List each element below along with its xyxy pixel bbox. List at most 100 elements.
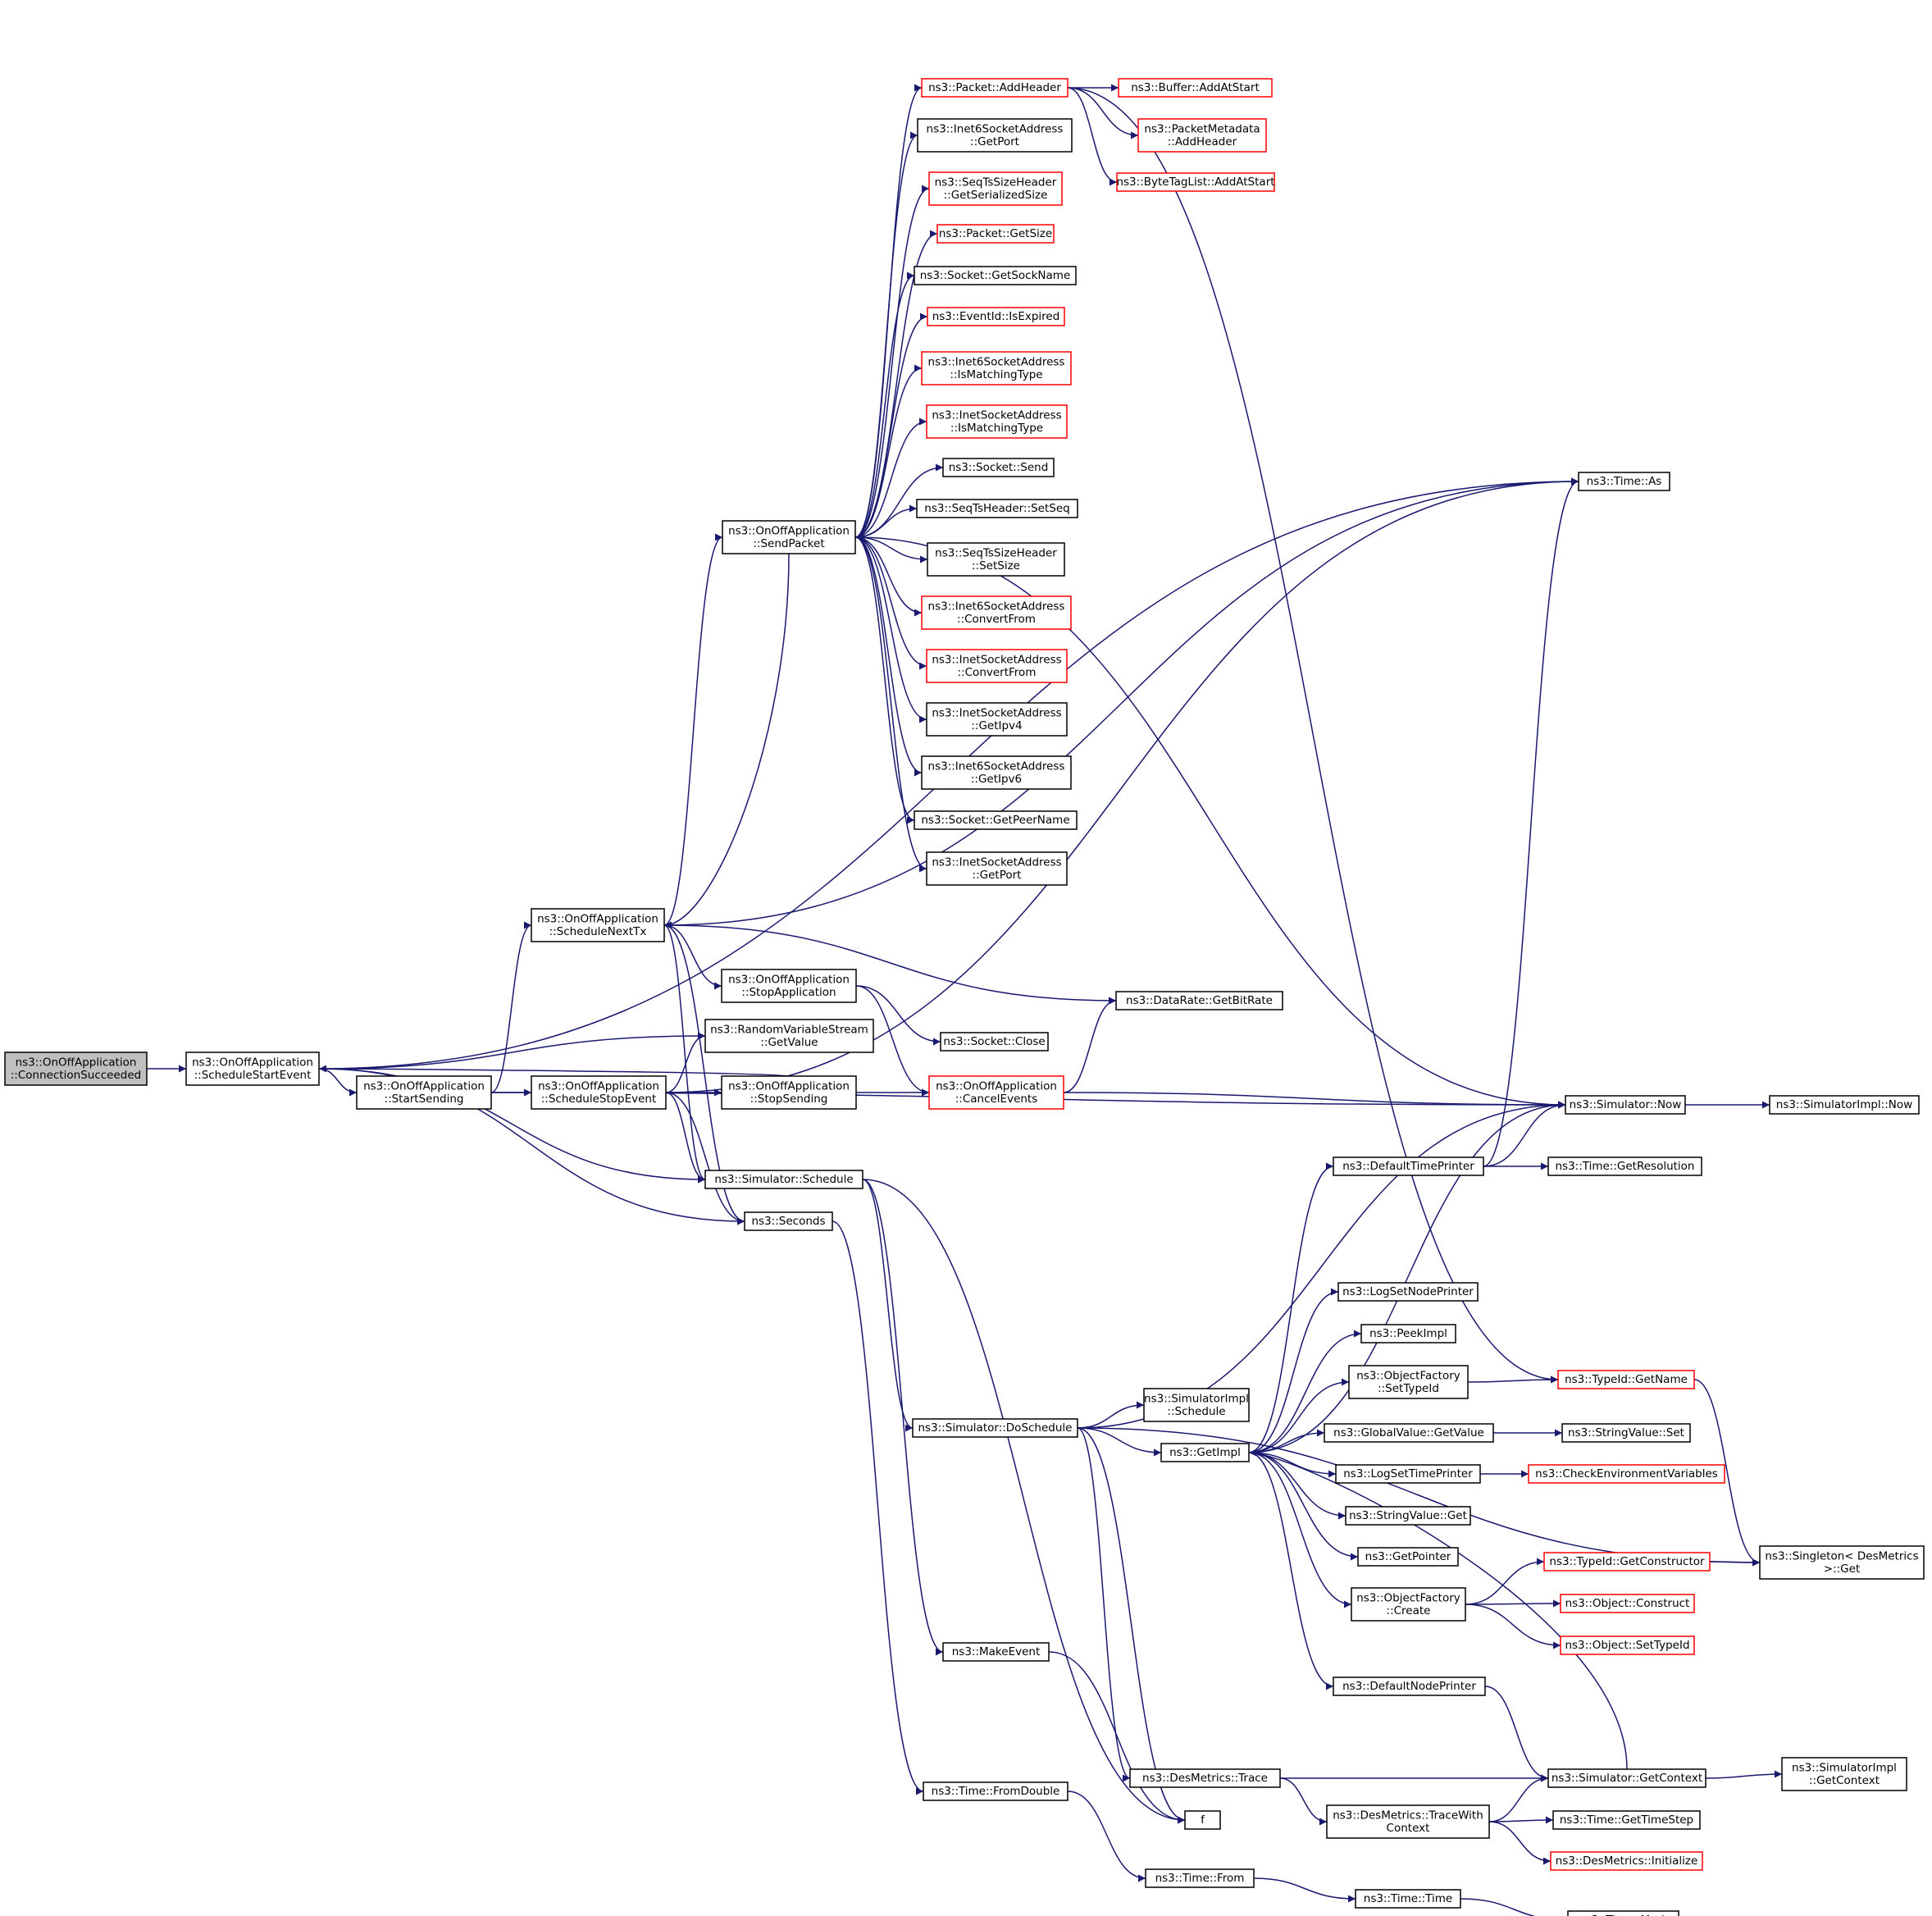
node-box (744, 1211, 833, 1231)
node-inet6-convertfrom[interactable]: ns3::Inet6SocketAddress::ConvertFrom (921, 595, 1072, 630)
edge-sim-schedule-to-f (862, 1179, 1186, 1824)
node-label: ns3::Inet6SocketAddress (928, 355, 1065, 368)
node-log-set-time-printer[interactable]: ns3::LogSetTimePrinter (1335, 1464, 1481, 1484)
edge-start-sending-to-schedule-next-tx (490, 921, 532, 1093)
node-datarate-getbitrate[interactable]: ns3::DataRate::GetBitRate (1115, 991, 1283, 1010)
node-peek-impl[interactable]: ns3::PeekImpl (1360, 1324, 1456, 1343)
node-label: ns3::Packet::GetSize (939, 227, 1052, 240)
node-default-node-printer[interactable]: ns3::DefaultNodePrinter (1333, 1676, 1486, 1696)
node-inet-getport[interactable]: ns3::InetSocketAddress::GetPort (926, 851, 1068, 886)
node-label: ns3::Socket::GetPeerName (921, 814, 1069, 827)
node-time-mark[interactable]: ns3::Time::Mark (1567, 1910, 1679, 1916)
node-inet6-getport[interactable]: ns3::Inet6SocketAddress::GetPort (917, 118, 1073, 153)
edge-schedule-stop-to-seconds (665, 1092, 745, 1225)
node-box (1351, 1587, 1466, 1622)
edge-send-packet-to-inet6-convertfrom (854, 536, 923, 617)
node-of-create[interactable]: ns3::ObjectFactory::Create (1351, 1587, 1466, 1622)
node-gv-getvalue[interactable]: ns3::GlobalValue::GetValue (1324, 1423, 1494, 1443)
node-btl-addatstart[interactable]: ns3::ByteTagList::AddAtStart (1116, 172, 1275, 192)
node-get-pointer[interactable]: ns3::GetPointer (1357, 1547, 1459, 1567)
node-get-impl[interactable]: ns3::GetImpl (1160, 1443, 1250, 1462)
node-send-packet[interactable]: ns3::OnOffApplication::SendPacket (722, 520, 856, 554)
node-inet6-getipv6[interactable]: ns3::Inet6SocketAddress::GetIpv6 (921, 755, 1072, 790)
node-object-construct[interactable]: ns3::Object::Construct (1560, 1594, 1695, 1613)
node-inet-ismatching[interactable]: ns3::InetSocketAddress::IsMatchingType (926, 404, 1068, 439)
node-default-time-printer[interactable]: ns3::DefaultTimePrinter (1333, 1156, 1484, 1176)
node-time-gettimestep[interactable]: ns3::Time::GetTimeStep (1552, 1810, 1701, 1830)
node-desmetrics-initialize[interactable]: ns3::DesMetrics::Initialize (1550, 1851, 1703, 1871)
node-time-time[interactable]: ns3::Time::Time (1355, 1889, 1461, 1909)
edge-time-fromdouble-to-time-from (1067, 1791, 1146, 1882)
node-sim-schedule[interactable]: ns3::Simulator::Schedule (704, 1170, 863, 1189)
node-label: ::GetPort (970, 135, 1019, 148)
node-make-event[interactable]: ns3::MakeEvent (942, 1642, 1050, 1662)
node-rvs-getvalue[interactable]: ns3::RandomVariableStream::GetValue (704, 1019, 874, 1053)
node-time-fromdouble[interactable]: ns3::Time::FromDouble (923, 1781, 1069, 1801)
node-stringvalue-get[interactable]: ns3::StringValue::Get (1345, 1506, 1471, 1526)
node-desmetrics-trace[interactable]: ns3::DesMetrics::Trace (1129, 1768, 1281, 1788)
node-eventid-isexpired[interactable]: ns3::EventId::IsExpired (927, 307, 1065, 326)
node-label: ::GetIpv6 (971, 773, 1022, 786)
node-label: ns3::StringValue::Set (1568, 1426, 1684, 1439)
node-object-settypeid[interactable]: ns3::Object::SetTypeId (1560, 1635, 1695, 1655)
node-label: ns3::RandomVariableStream (710, 1023, 868, 1036)
node-log-set-node-printer[interactable]: ns3::LogSetNodePrinter (1337, 1282, 1479, 1302)
node-label: ns3::InetSocketAddress (932, 408, 1061, 422)
node-buffer-addatstart[interactable]: ns3::Buffer::AddAtStart (1118, 78, 1273, 98)
node-simimpl-now[interactable]: ns3::SimulatorImpl::Now (1769, 1095, 1920, 1115)
node-pm-addheader[interactable]: ns3::PacketMetadata::AddHeader (1137, 118, 1267, 153)
node-schedule-next-tx[interactable]: ns3::OnOffApplication::ScheduleNextTx (531, 908, 665, 942)
node-typeid-getname[interactable]: ns3::TypeId::GetName (1557, 1370, 1695, 1389)
node-simimpl-getcontext[interactable]: ns3::SimulatorImpl::GetContext (1781, 1757, 1907, 1791)
node-f[interactable]: f (1184, 1810, 1221, 1830)
edge-schedule-next-tx-to-datarate-getbitrate (663, 924, 1117, 1005)
node-schedule-stop[interactable]: ns3::OnOffApplication::ScheduleStopEvent (531, 1075, 667, 1110)
edge-schedule-next-tx-to-send-packet (663, 533, 723, 926)
node-label: ns3::CheckEnvironmentVariables (1535, 1467, 1718, 1480)
node-box (1333, 1156, 1484, 1176)
node-of-settypeid[interactable]: ns3::ObjectFactory::SetTypeId (1348, 1365, 1469, 1399)
node-stringvalue-set[interactable]: ns3::StringValue::Set (1561, 1423, 1691, 1443)
node-label: ns3::OnOffApplication (537, 912, 658, 925)
node-socket-getpeername[interactable]: ns3::Socket::GetPeerName (914, 810, 1078, 830)
node-stop-sending[interactable]: ns3::OnOffApplication::StopSending (721, 1075, 857, 1110)
node-singleton-get[interactable]: ns3::Singleton< DesMetrics >::Get (1759, 1545, 1925, 1580)
node-label: f (1201, 1813, 1205, 1827)
node-sim-getcontext[interactable]: ns3::Simulator::GetContext (1547, 1768, 1706, 1788)
edge-desmetrics-tracewithcontext-to-time-gettimestep (1488, 1816, 1554, 1824)
node-label: ns3::Object::Construct (1565, 1597, 1690, 1610)
node-socket-close[interactable]: ns3::Socket::Close (940, 1032, 1049, 1052)
node-schedule-start[interactable]: ns3::OnOffApplication::ScheduleStartEven… (185, 1052, 320, 1086)
node-box (1326, 1804, 1490, 1839)
node-label: ns3::Seconds (752, 1215, 826, 1228)
node-seqts-setseq[interactable]: ns3::SeqTsHeader::SetSeq (916, 499, 1078, 518)
node-seqts-setsize[interactable]: ns3::SeqTsSizeHeader::SetSize (927, 542, 1065, 577)
node-packet-addheader[interactable]: ns3::Packet::AddHeader (921, 78, 1069, 98)
node-start-sending[interactable]: ns3::OnOffApplication::StartSending (356, 1075, 492, 1110)
node-time-as[interactable]: ns3::Time::As (1578, 472, 1670, 491)
node-socket-send[interactable]: ns3::Socket::Send (942, 458, 1055, 477)
node-typeid-getconstructor[interactable]: ns3::TypeId::GetConstructor (1543, 1552, 1711, 1572)
node-stop-application[interactable]: ns3::OnOffApplication::StopApplication (721, 969, 857, 1003)
node-label: ns3::Socket::GetSockName (920, 269, 1071, 282)
node-label: ns3::InetSocketAddress (932, 706, 1061, 719)
node-seqts-getser[interactable]: ns3::SeqTsSizeHeader::GetSerializedSize (928, 171, 1063, 206)
node-time-getresolution[interactable]: ns3::Time::GetResolution (1547, 1156, 1702, 1176)
node-inet-convertfrom[interactable]: ns3::InetSocketAddress::ConvertFrom (926, 649, 1068, 683)
node-box (1335, 1464, 1481, 1484)
edge-packet-addheader-to-pm-addheader (1067, 87, 1139, 139)
node-seconds[interactable]: ns3::Seconds (744, 1211, 833, 1231)
node-inet6-ismatching[interactable]: ns3::Inet6SocketAddress::IsMatchingType (921, 351, 1072, 385)
node-check-env[interactable]: ns3::CheckEnvironmentVariables (1528, 1464, 1725, 1484)
node-box (1552, 1810, 1701, 1830)
node-simimpl-schedule[interactable]: ns3::SimulatorImpl::Schedule (1143, 1388, 1250, 1422)
node-socket-getsockname[interactable]: ns3::Socket::GetSockName (914, 266, 1077, 285)
node-cancel-events[interactable]: ns3::OnOffApplication::CancelEvents (928, 1075, 1064, 1110)
node-sim-now[interactable]: ns3::Simulator::Now (1565, 1095, 1686, 1115)
node-time-from[interactable]: ns3::Time::From (1145, 1868, 1255, 1888)
node-packet-getsize[interactable]: ns3::Packet::GetSize (936, 224, 1055, 244)
node-inet-getipv4[interactable]: ns3::InetSocketAddress::GetIpv4 (926, 702, 1068, 737)
node-conn-succeeded[interactable]: ns3::OnOffApplication::ConnectionSucceed… (4, 1052, 148, 1086)
node-sim-doschedule[interactable]: ns3::Simulator::DoSchedule (912, 1418, 1078, 1438)
